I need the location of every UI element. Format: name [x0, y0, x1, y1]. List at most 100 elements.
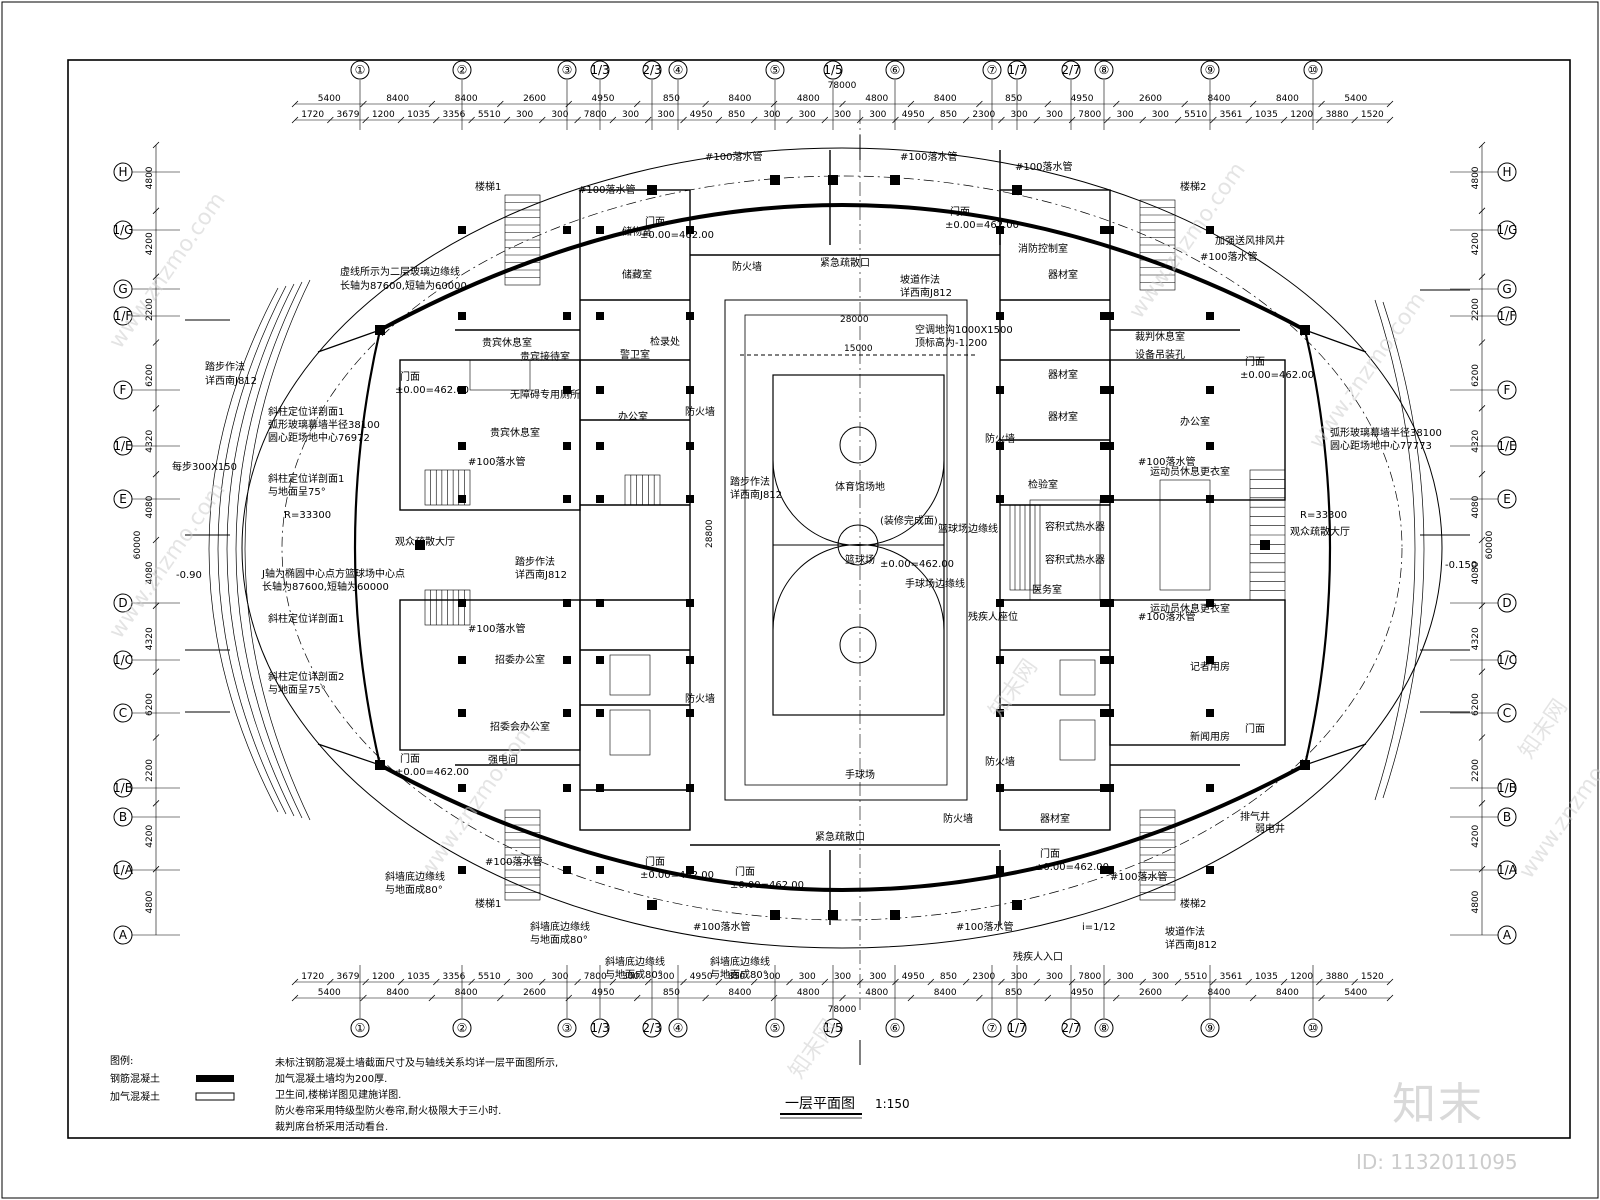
- note: i=1/12: [1082, 922, 1116, 933]
- axis-bubble: 2/7: [1061, 60, 1081, 80]
- column: [563, 226, 571, 234]
- toilet-fixtures: [469, 359, 1211, 761]
- axis-bubble-label: B: [119, 810, 127, 824]
- dimension-label: 8400: [728, 988, 751, 998]
- axis-bubble: E: [1497, 489, 1517, 509]
- dimension-label: 300: [1046, 110, 1063, 120]
- dimension-label: 6200: [145, 693, 155, 716]
- dimension-label: 4950: [1071, 94, 1094, 104]
- room-label: 储藏室: [622, 268, 652, 281]
- dimension-label: 3880: [1326, 972, 1349, 982]
- column: [1206, 599, 1214, 607]
- axis-bubble: B: [1497, 807, 1517, 827]
- dimension-label: 850: [940, 110, 957, 120]
- room-label: 贵宾休息室: [482, 336, 532, 349]
- column: [770, 910, 780, 920]
- column: [596, 386, 604, 394]
- legend: 图例: 钢筋混凝土 加气混凝土: [110, 1054, 235, 1103]
- axis-bubble-label: D: [118, 596, 127, 610]
- column: [1260, 540, 1270, 550]
- axis-bubble-label: 1/3: [590, 1021, 609, 1035]
- dimension-label: 300: [516, 110, 533, 120]
- column: [1100, 656, 1108, 664]
- column: [596, 312, 604, 320]
- dimension-label: 850: [663, 988, 680, 998]
- axis-bubble-label: ⑧: [1099, 1021, 1110, 1035]
- axis-bubble: ①: [350, 60, 370, 80]
- room-label: 防火墙: [732, 260, 762, 273]
- dimension-label: 4800: [145, 166, 155, 189]
- room-label: 紧急疏散口: [815, 830, 865, 843]
- column: [1106, 866, 1114, 874]
- watermark-text-cn: 知末网: [1514, 695, 1572, 763]
- axis-bubble-label: E: [119, 492, 127, 506]
- note: 斜墙底边缘线: [710, 955, 770, 968]
- column: [563, 442, 571, 450]
- column: [1100, 599, 1108, 607]
- dimension-label: 1035: [407, 110, 430, 120]
- general-note: 加气混凝土墙均为200厚.: [275, 1072, 387, 1085]
- note: 坡道作法: [900, 273, 940, 286]
- room-label: 楼梯2: [1180, 180, 1206, 193]
- axis-bubble: H: [113, 162, 133, 182]
- note: #100落水管: [693, 920, 750, 933]
- column: [890, 175, 900, 185]
- column: [563, 495, 571, 503]
- column: [596, 442, 604, 450]
- dimension-label: 300: [763, 110, 780, 120]
- room-label: 楼梯1: [475, 180, 501, 193]
- column: [458, 495, 466, 503]
- room-label: 贵宾接待室: [520, 350, 570, 363]
- dimension-label: 4200: [145, 232, 155, 255]
- note: 排气井: [1240, 810, 1270, 823]
- handball-court: [744, 314, 948, 786]
- column: [415, 540, 425, 550]
- axis-bubble-label: 1/C: [113, 653, 133, 667]
- dimension-label: 1520: [1361, 110, 1384, 120]
- axis-bubble: ②: [452, 1018, 472, 1038]
- dimension-label: 28800: [705, 519, 715, 548]
- axis-bubble-label: ①: [355, 1021, 366, 1035]
- dimension-label: 1720: [301, 972, 324, 982]
- legend-item-label: 钢筋混凝土: [110, 1072, 160, 1085]
- column: [1012, 900, 1022, 910]
- room-label: 储物室: [622, 225, 652, 238]
- column: [596, 709, 604, 717]
- room-label: 残疾人入口: [1013, 950, 1063, 963]
- dimension-label: 300: [622, 110, 639, 120]
- dimension-label: 3356: [442, 972, 465, 982]
- dimension-label: 300: [622, 972, 639, 982]
- note: #100落水管: [485, 855, 542, 868]
- room-label: 招委会办公室: [490, 720, 550, 733]
- note: ±0.00=462.00: [640, 870, 714, 881]
- note: 加强送风排风井: [1215, 234, 1285, 247]
- column: [375, 760, 385, 770]
- legend-block-swatch: [195, 1092, 235, 1101]
- axis-bubble: ⑩: [1303, 1018, 1323, 1038]
- dimension-label: 300: [516, 972, 533, 982]
- note: 与地面呈75°: [268, 683, 326, 696]
- note: 空调地沟1000X1500: [915, 323, 1013, 336]
- column: [375, 325, 385, 335]
- axis-bubble: 1/5: [823, 60, 843, 80]
- axis-bubble: C: [113, 703, 133, 723]
- axis-bubble-label: ⑩: [1308, 1021, 1319, 1035]
- axis-bubble-label: B: [1503, 810, 1511, 824]
- note: (装修完成面): [880, 514, 938, 527]
- note: #100落水管: [900, 150, 957, 163]
- dimension-label: 2600: [1139, 94, 1162, 104]
- dimension-label: 4800: [865, 94, 888, 104]
- note: 斜墙底边缘线: [385, 870, 445, 883]
- dimension-label: 1200: [1290, 110, 1313, 120]
- column: [1106, 599, 1114, 607]
- column: [458, 866, 466, 874]
- axis-bubble: ⑩: [1303, 60, 1323, 80]
- room-label: 体育馆场地: [835, 480, 885, 493]
- dimension-label: 8400: [934, 94, 957, 104]
- axis-bubble-label: G: [1502, 282, 1511, 296]
- dimension-label: 3561: [1220, 110, 1243, 120]
- dimension-label: 300: [1011, 972, 1028, 982]
- axis-bubble: 2/3: [642, 60, 662, 80]
- dimension-label: 1200: [1290, 972, 1313, 982]
